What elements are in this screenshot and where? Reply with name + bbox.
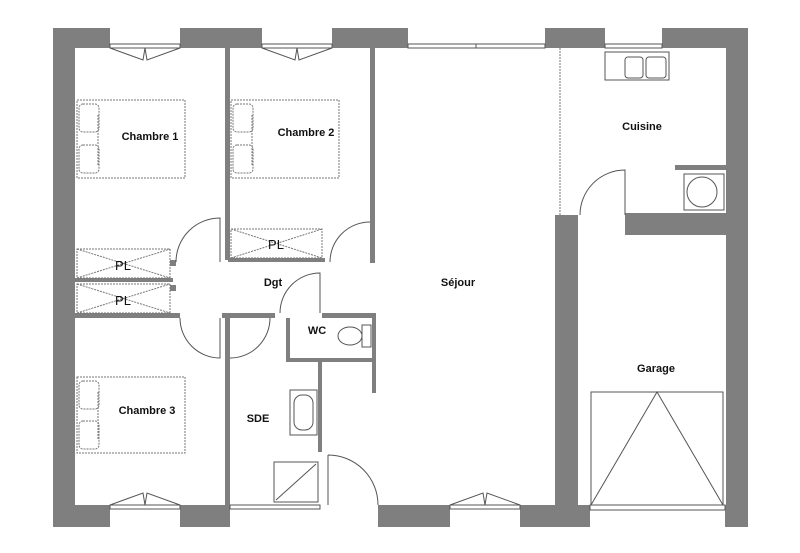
doors [175,169,626,506]
room-label-sde: SDE [247,413,270,425]
room-label-chambre-1: Chambre 1 [122,131,179,143]
bed-chambre-1 [76,99,186,179]
closet-label: PL [268,237,284,252]
bed-chambre-3 [76,376,186,454]
bathtub-icon [289,389,318,436]
closet-1 [76,248,171,279]
room-label-garage: Garage [637,363,675,375]
closet-2 [76,283,171,314]
interior-walls [75,48,726,505]
room-label-dgt: Dgt [264,277,283,289]
kitchen-sink-icon [604,51,670,81]
bed-chambre-2 [230,99,340,179]
room-label-sejour: Séjour [441,277,476,289]
toilet-icon [337,324,372,348]
room-label-cuisine: Cuisine [622,121,662,133]
garage-door-icon [590,391,724,506]
closet-label: PL [115,258,131,273]
shower-icon [273,461,319,503]
exterior-walls [53,28,748,527]
closet-label: PL [115,293,131,308]
room-label-chambre-3: Chambre 3 [119,405,176,417]
water-heater-icon [683,173,725,211]
windows [109,43,726,511]
closet-3 [230,228,323,259]
room-label-wc: WC [308,325,326,337]
room-label-chambre-2: Chambre 2 [278,127,335,139]
